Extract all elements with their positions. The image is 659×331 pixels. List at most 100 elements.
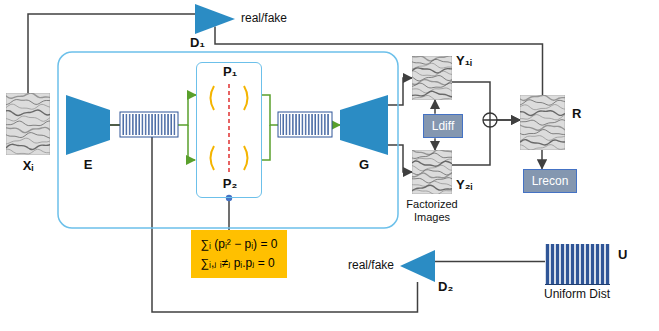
image-texture [412,165,452,170]
connector [388,145,412,172]
node-label: Xᵢ [23,159,34,174]
distribution-node: UUniform Dist [545,238,610,285]
histogram-bar [551,244,554,285]
node-label: Y₁ᵢ [456,54,472,69]
histogram-bar [576,244,579,285]
image-texture [520,95,565,100]
node-shape [340,95,388,155]
bracket [244,86,248,110]
connector [28,14,195,93]
node-label: P₁ [223,65,237,80]
image-texture [412,59,452,64]
connector [434,138,436,150]
histogram-axis [545,284,610,285]
node-shape [6,93,50,155]
process-box: Lrecon [523,169,578,193]
connector [541,150,543,169]
latent-stripes [280,114,330,135]
node-label: R [572,107,581,122]
image-texture [6,104,50,109]
image-texture [412,170,452,175]
connector [215,27,543,96]
node-label: P₂ [223,177,237,192]
generator-block: G [340,95,388,155]
image-texture [6,133,50,139]
image-texture [520,105,565,110]
node-shape [66,95,110,155]
node-label: U [618,248,627,263]
latent-stripes [122,114,176,135]
annotation-label: real/fake [336,259,394,273]
image-texture [520,111,565,116]
split-branch [188,125,195,160]
node-shape [412,56,452,100]
image-texture [412,56,452,61]
image-texture [520,120,565,125]
image-texture [412,153,452,158]
discriminator: D₁ [195,4,235,34]
image-texture [412,83,452,88]
box-text: Ldiff [432,119,454,133]
annotation-label: real/fake [241,12,287,26]
image-texture [6,127,50,132]
junction-dot [226,195,232,201]
histogram-bar [571,244,574,285]
partition-box: P₁ P₂ [196,62,262,198]
image-texture [412,161,452,166]
image-texture [520,140,565,145]
encoder-block: E [66,95,110,155]
histogram-bar [561,244,564,285]
sum-symbol [483,113,497,127]
histogram-bar [546,244,549,285]
image-texture [6,138,50,144]
image-node: Y₂ᵢ [412,150,452,194]
discriminator: D₂ [400,250,435,282]
merge-branch [262,125,270,160]
histogram-bar [591,244,594,285]
image-texture [6,110,50,115]
node-shape [520,95,565,150]
model-frame [58,52,398,228]
block-shape [195,4,235,34]
image-texture [412,91,452,96]
block-shape [340,95,388,155]
node-label: G [359,158,369,173]
latent-vector [278,112,332,137]
histogram-bar [586,244,589,285]
image-texture [520,130,565,135]
node-shape [195,4,235,34]
node-label: E [84,158,93,173]
bracket [211,86,215,110]
box-text: ∑ᵢ,ⱼ ᵢ≠ⱼ pᵢ.pⱼ = 0 [201,254,278,273]
image-ground [520,95,565,150]
node-label: D₂ [438,280,453,295]
bracket [211,146,215,170]
histogram-bar [581,244,584,285]
image-texture [520,145,565,150]
node-shape [400,250,435,282]
image-node: Y₁ᵢ [412,56,452,100]
histogram-bar [556,244,559,285]
block-shape [66,95,110,155]
box-text: ∑ᵢ (pᵢ² − pᵢ) = 0 [201,235,278,254]
image-texture [412,71,452,76]
image-node: R [520,95,565,150]
box-text: Lrecon [532,174,569,188]
image-texture [412,158,452,163]
connector [110,125,418,312]
histogram-bar [606,244,609,285]
image-texture [520,115,565,120]
node-label: D₁ [190,36,205,51]
image-texture [412,95,452,100]
process-box: Ldiff [423,114,463,138]
image-texture [412,190,452,194]
connector [388,78,412,105]
process-box: ∑ᵢ (pᵢ² − pᵢ) = 0∑ᵢ,ⱼ ᵢ≠ⱼ pᵢ.pⱼ = 0 [191,230,288,278]
image-texture [6,121,50,126]
histogram-bar [566,244,569,285]
partition-line [228,84,230,174]
